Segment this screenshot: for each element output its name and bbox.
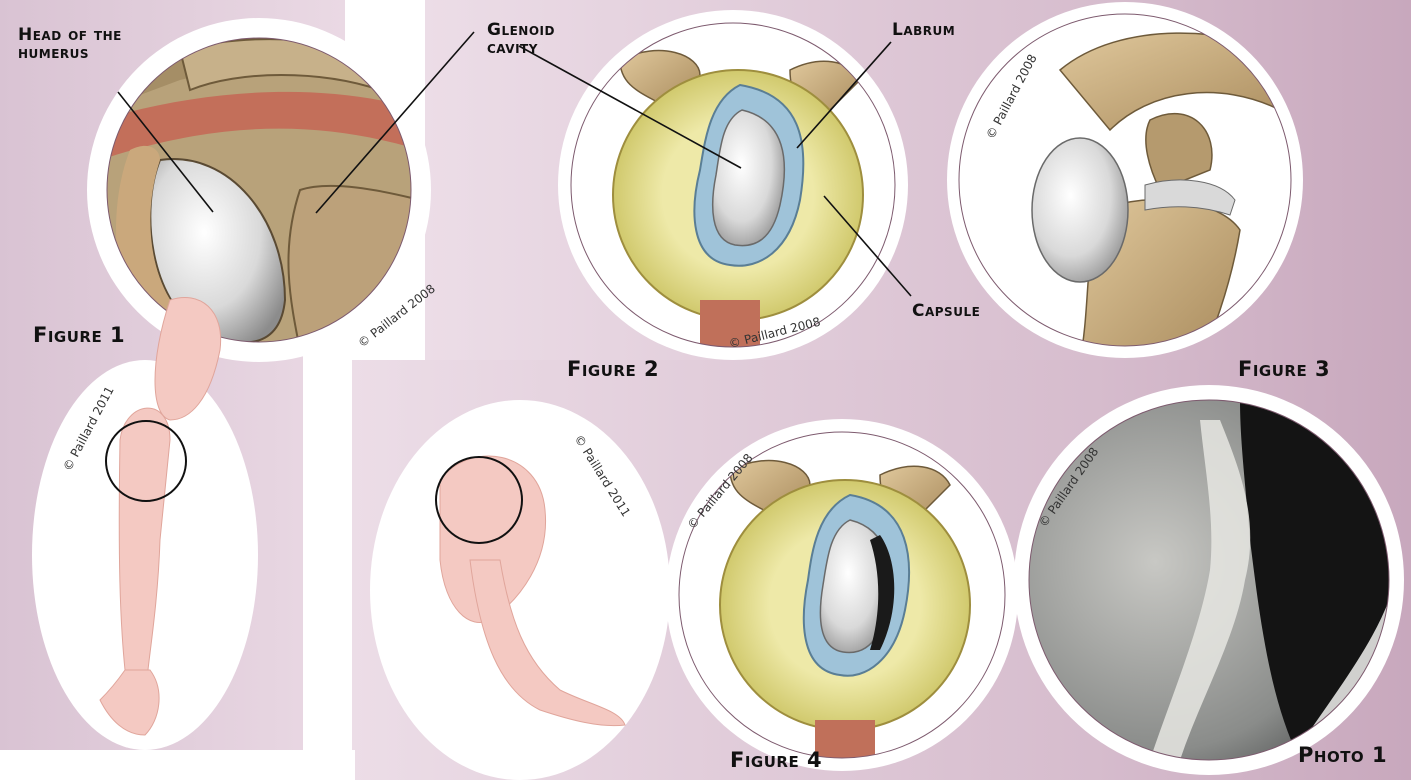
label-labrum: Labrum [892, 22, 955, 40]
bottom-white-strip [0, 750, 355, 780]
figure4-joint: © Paillard 2008 [666, 419, 1018, 771]
label-glenoid-cavity-line2: cavity [487, 40, 555, 58]
label-glenoid-cavity: Glenoid cavity [487, 22, 555, 58]
caption-figure1: Figure 1 [33, 324, 125, 346]
caption-figure2: Figure 2 [567, 358, 659, 380]
caption-figure3: Figure 3 [1238, 358, 1330, 380]
label-capsule: Capsule [912, 303, 980, 321]
figure1-closeup: © Paillard 2008 [87, 18, 474, 362]
photo1-arthroscopy: © Paillard 2008 [1014, 385, 1404, 775]
caption-photo1: Photo 1 [1298, 744, 1387, 766]
caption-figure4: Figure 4 [730, 749, 822, 771]
label-head-of-humerus-line2: humerus [18, 45, 122, 63]
figure4-arm: © Paillard 2011 [370, 400, 670, 780]
white-gutter [303, 330, 351, 780]
figure3-shoulder: © Paillard 2008 [947, 2, 1303, 360]
label-head-of-humerus: Head of the humerus [18, 27, 122, 63]
